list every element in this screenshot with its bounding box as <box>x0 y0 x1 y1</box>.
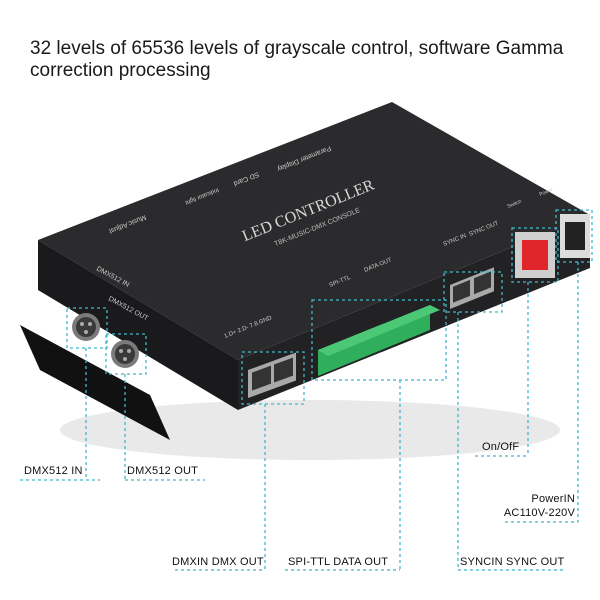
rj45-dmx-ports <box>248 352 296 398</box>
label-switch: Switch <box>507 199 523 210</box>
callout-power-in: PowerIN <box>531 493 575 505</box>
callout-spi-data: SPI-TTL DATA OUT <box>288 556 389 568</box>
device-front-face <box>38 240 238 410</box>
headline-text: 32 levels of 65536 levels of grayscale c… <box>30 38 564 81</box>
terminal-block <box>318 305 440 376</box>
guide-lines <box>20 209 593 571</box>
device-top-face <box>38 102 590 360</box>
callout-sync: SYNCIN SYNC OUT <box>460 556 565 568</box>
callout-on-off: On/OfF <box>482 441 520 453</box>
callout-dmx512-out: DMX512 OUT <box>127 465 199 477</box>
rj45-sync-ports <box>450 267 494 309</box>
callout-dmxin-dmxout: DMXIN DMX OUT <box>172 556 264 568</box>
device-shadow <box>60 400 560 460</box>
xlr-in-connector <box>72 313 100 341</box>
xlr-out-connector <box>111 340 139 368</box>
callout-power-voltage: AC110V-220V <box>503 507 575 519</box>
mounting-flange <box>20 325 170 440</box>
label-power: Power <box>539 187 555 198</box>
power-switch <box>515 232 555 278</box>
callout-dmx512-in: DMX512 IN <box>24 465 83 477</box>
power-socket <box>560 214 590 258</box>
